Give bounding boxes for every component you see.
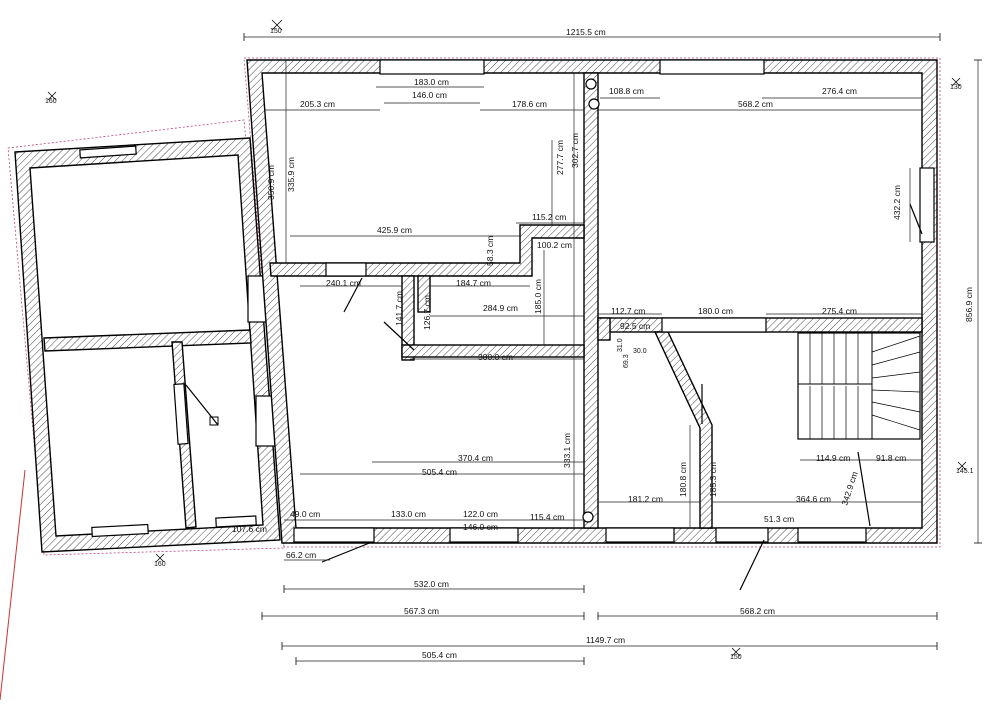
dim-label: 342.9 cm — [839, 470, 859, 506]
annex-walls — [14, 137, 281, 553]
dim-label: 112.7 cm — [611, 306, 645, 316]
dim-label: 122.0 cm — [463, 509, 498, 519]
dim-label: 302.7 cm — [570, 133, 580, 168]
dim-label: 91.8 cm — [876, 453, 906, 463]
dim-label: 181.2 cm — [628, 494, 663, 504]
main-walls — [246, 59, 938, 544]
dim-label: 92.5 cm — [620, 321, 650, 331]
dim-label: 49.0 cm — [290, 509, 320, 519]
dim-label: 115.4 cm — [530, 512, 564, 522]
dim-label: 364.6 cm — [796, 494, 831, 504]
dim-label: 1149.7 cm — [586, 635, 625, 645]
dim-label: 126.7 cm — [422, 295, 432, 330]
svg-text:160: 160 — [45, 98, 57, 105]
dim-label: 107.6 cm — [232, 524, 267, 534]
dim-overall-top: 1215.5 cm — [566, 27, 606, 37]
svg-text:130: 130 — [950, 84, 962, 91]
dim-label: 146.0 cm — [412, 90, 447, 100]
svg-text:160: 160 — [154, 561, 166, 568]
dim-label: 115.2 cm — [532, 212, 566, 222]
level-marker: 160 — [45, 91, 57, 105]
level-marker: 150 — [270, 19, 283, 35]
dim-label: 69.3 — [623, 354, 630, 368]
dim-label: 856.9 cm — [964, 287, 974, 322]
dim-label: 300.0 cm — [478, 352, 513, 362]
dim-label: 205.3 cm — [300, 99, 335, 109]
dim-label: 114.9 cm — [816, 453, 850, 463]
dim-label: 505.4 cm — [422, 467, 457, 477]
dim-label: 58.3 cm — [485, 236, 495, 266]
svg-text:145.1: 145.1 — [956, 468, 974, 475]
dim-label: 66.2 cm — [286, 550, 316, 560]
main-windows — [293, 59, 935, 543]
dim-label: 51.3 cm — [764, 514, 794, 524]
reference-line — [0, 469, 26, 701]
dim-label: 108.8 cm — [609, 86, 644, 96]
dim-label: 133.0 cm — [391, 509, 426, 519]
dim-label: 30.0 — [633, 348, 647, 355]
dim-label: 100.2 cm — [537, 240, 572, 250]
dim-label: 277.7 cm — [555, 140, 565, 175]
dim-label: 568.2 cm — [740, 606, 775, 616]
dim-label: 568.2 cm — [738, 99, 773, 109]
staircase — [797, 332, 921, 440]
dim-label: 275.4 cm — [822, 306, 857, 316]
level-markers: 150 160 130 145.1 160 150 — [45, 19, 974, 661]
dim-label: 284.9 cm — [483, 303, 518, 313]
dim-label: 276.4 cm — [822, 86, 857, 96]
dim-label: 185.3 cm — [708, 462, 718, 497]
dim-label: 333.1 cm — [562, 433, 572, 468]
dim-label: 240.1 cm — [326, 278, 361, 288]
main-doors — [321, 78, 923, 591]
dim-label: 532.0 cm — [414, 579, 449, 589]
dim-label: 335.9 cm — [286, 157, 296, 192]
dim-label: 350.9 cm — [266, 165, 276, 200]
dim-label: 432.2 cm — [892, 185, 902, 220]
dim-label: 425.9 cm — [377, 225, 412, 235]
dim-label: 31.0 — [617, 338, 624, 352]
level-marker: 145.1 — [956, 461, 974, 475]
dim-label: 178.6 cm — [512, 99, 547, 109]
dim-label: 180.8 cm — [678, 462, 688, 497]
dim-label: 146.0 cm — [463, 522, 498, 532]
level-marker: 160 — [154, 553, 166, 568]
level-marker: 150 — [730, 647, 742, 661]
dim-label: 505.4 cm — [422, 650, 457, 660]
dim-label: 370.4 cm — [458, 453, 493, 463]
dim-label: 180.0 cm — [698, 306, 733, 316]
dim-label: 141.7 cm — [394, 291, 404, 326]
dim-label: 185.0 cm — [533, 279, 543, 314]
dim-label: 183.0 cm — [414, 77, 449, 87]
dimension-lines — [243, 33, 982, 665]
level-marker: 130 — [950, 77, 962, 91]
dim-label: 184.7 cm — [456, 278, 491, 288]
svg-text:150: 150 — [730, 654, 742, 661]
svg-text:150: 150 — [270, 28, 282, 35]
annex-windows — [79, 145, 257, 538]
dim-label: 567.3 cm — [404, 606, 439, 616]
